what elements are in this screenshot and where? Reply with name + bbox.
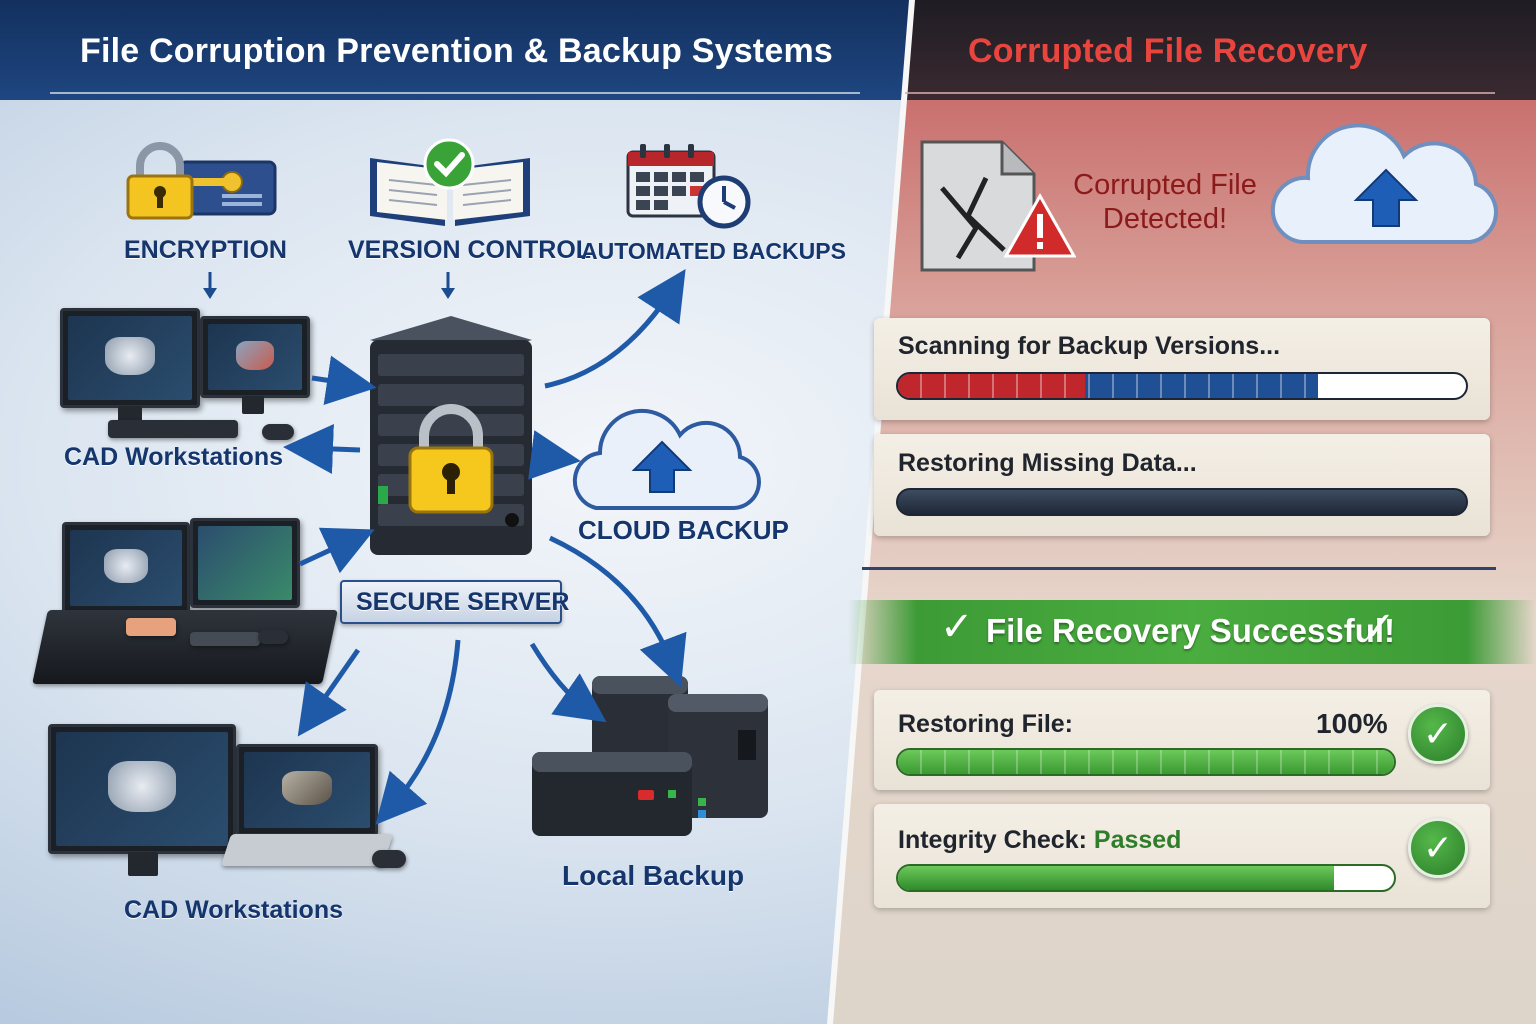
- cloud-upload-icon: [1266, 122, 1506, 257]
- scanning-label: Scanning for Backup Versions...: [898, 332, 1281, 360]
- recovery-header-band: [906, 0, 1536, 100]
- restoring-data-label: Restoring Missing Data...: [898, 449, 1197, 477]
- encryption-label: ENCRYPTION: [124, 236, 287, 264]
- checkmark-badge-icon: ✓: [1408, 704, 1468, 764]
- progress-segments: [898, 374, 1466, 398]
- secure-server-badge: [340, 580, 562, 624]
- cad-monitor: [48, 724, 236, 854]
- restoring-file-percent: 100%: [1316, 708, 1388, 739]
- cad-workstations-top-label: CAD Workstations: [64, 443, 284, 471]
- alert-line-1: Corrupted File: [1073, 169, 1257, 201]
- book-checkmark-icon: [365, 138, 535, 233]
- cad-printout: [126, 618, 176, 636]
- restoring-file-label: Restoring File:: [898, 710, 1074, 738]
- integrity-label: Integrity Check:: [898, 826, 1087, 854]
- header-rule-right: [905, 92, 1495, 94]
- automated-backups-label: AUTOMATED BACKUPS: [581, 238, 846, 264]
- monitor-stand: [242, 396, 264, 414]
- scanning-progress-red: [898, 374, 1086, 398]
- restoring-data-progress-fill: [898, 490, 1466, 514]
- alert-line-2: Detected!: [1102, 203, 1228, 235]
- cad-workstations-bottom-label: CAD Workstations: [124, 896, 344, 924]
- calendar-clock-icon: [624, 140, 754, 235]
- padlock-key-icon: [120, 142, 280, 227]
- progress-segments: [898, 750, 1394, 774]
- section-separator: [862, 567, 1496, 570]
- corruption-alert: Corrupted File Detected!: [1060, 168, 1270, 236]
- laptop-screen: [236, 744, 378, 836]
- down-arrow-icon: [200, 272, 220, 305]
- cad-monitor: [62, 522, 190, 614]
- padlock-icon: [406, 402, 496, 519]
- check-icon: ✓: [1362, 605, 1396, 649]
- recovery-title: Corrupted File Recovery: [968, 32, 1368, 70]
- cad-monitor: [190, 518, 300, 608]
- monitor-stand: [128, 852, 158, 876]
- version-control-label: VERSION CONTROL: [348, 236, 592, 264]
- prevention-header-band: [0, 0, 912, 100]
- integrity-panel: [874, 804, 1490, 908]
- cad-monitor: [60, 308, 200, 408]
- connector-arrows: [283, 269, 687, 825]
- header-rule-left: [50, 92, 860, 94]
- success-message: File Recovery Successful!: [986, 612, 1396, 649]
- scanning-panel: [874, 318, 1490, 420]
- local-backup-drives-icon: [522, 670, 772, 855]
- prevention-title: File Corruption Prevention & Backup Syst…: [80, 32, 833, 70]
- mouse: [258, 630, 288, 644]
- success-banner: [848, 600, 1536, 664]
- down-arrow-icon: [438, 272, 458, 305]
- restoring-file-progress-bar: [896, 748, 1396, 776]
- restoring-data-panel: [874, 434, 1490, 536]
- restoring-data-progress-bar: [896, 488, 1468, 516]
- mouse: [372, 850, 406, 868]
- cloud-upload-icon: [566, 408, 766, 523]
- integrity-status: Passed: [1093, 826, 1182, 854]
- restoring-file-progress-fill: [898, 750, 1394, 774]
- integrity-check-row: Integrity Check: Passed: [898, 826, 1181, 855]
- secure-server-label: SECURE SERVER: [356, 588, 570, 616]
- keyboard: [190, 632, 260, 646]
- integrity-progress-fill: [898, 866, 1335, 890]
- corrupted-file-icon: [916, 138, 1077, 283]
- check-icon: ✓: [940, 605, 974, 649]
- local-backup-label: Local Backup: [562, 860, 745, 891]
- keyboard: [108, 420, 238, 438]
- integrity-progress-bar: [896, 864, 1396, 892]
- scanning-progress-bar: [896, 372, 1468, 400]
- checkmark-badge-icon: ✓: [1408, 818, 1468, 878]
- cloud-backup-label: CLOUD BACKUP: [578, 515, 789, 545]
